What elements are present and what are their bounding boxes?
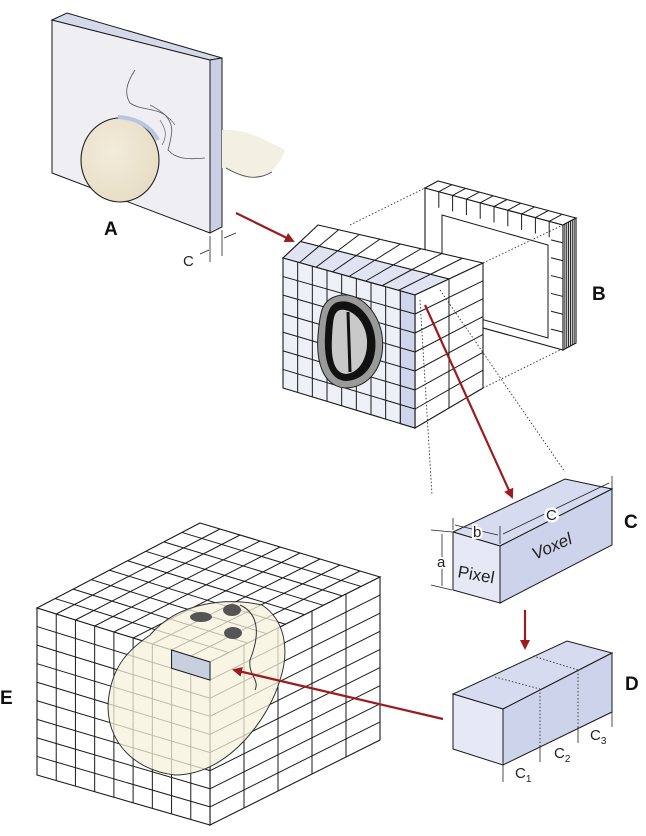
panel-b (281, 180, 578, 429)
grid-line (365, 264, 394, 282)
grid-line (438, 184, 453, 193)
arrow-d-to-e (232, 666, 444, 721)
grid-line (535, 210, 549, 219)
pixel-front-face (452, 531, 501, 604)
grid-line (550, 275, 564, 280)
patient-shoulder (222, 129, 285, 179)
grid-line (550, 239, 564, 244)
panel-a-dimension-label: C (183, 253, 194, 270)
grid-line (400, 366, 416, 372)
dimension-b-label: b (473, 524, 481, 541)
grid-line (521, 206, 535, 215)
grid-line (452, 187, 466, 196)
dimension-c2-label: C2 (554, 745, 571, 765)
grid-line (315, 250, 338, 268)
grid-line (94, 540, 261, 627)
skull-outline (107, 601, 286, 776)
grid-line (36, 755, 211, 808)
grid-line (548, 213, 563, 222)
grid-line (466, 191, 480, 200)
patient-head (80, 117, 160, 203)
projection-lines-b (349, 187, 566, 496)
brain-midline (346, 311, 352, 373)
grid-line (400, 328, 416, 334)
grid-line (36, 737, 211, 790)
arrow-a-to-b (235, 212, 295, 242)
grid-line (181, 531, 362, 587)
panel-d-label: D (625, 674, 639, 695)
nasal-cavity (224, 627, 242, 639)
grid-line (209, 685, 381, 772)
panel-a: C A (50, 12, 285, 270)
grid-line (550, 328, 564, 333)
dimension-c1-label: C1 (515, 765, 532, 785)
grid-line (209, 703, 381, 790)
grid-line (400, 347, 416, 353)
arrow-b-to-c (423, 304, 514, 499)
panel-c-label: C (624, 512, 638, 533)
grid-line (550, 257, 564, 262)
panel-a-label: A (104, 219, 118, 240)
highlighted-voxel (171, 649, 211, 681)
grid-line (163, 541, 343, 597)
dimension-a-label: a (437, 554, 446, 571)
dimension-c3-label: C3 (590, 727, 607, 747)
panel-e-label: E (0, 688, 13, 709)
grid-line (479, 195, 494, 204)
grid-line (400, 309, 416, 315)
grid-line (414, 298, 484, 334)
slice-slab-side (209, 57, 223, 234)
grid-line (550, 292, 564, 297)
dimension-c-label: C (546, 507, 557, 524)
grid-line (113, 546, 281, 633)
grid-line (398, 273, 431, 291)
grid-line (209, 721, 381, 808)
grid-line (414, 316, 484, 353)
grid-line (299, 245, 320, 264)
grid-line (414, 351, 484, 391)
grid-line (414, 333, 484, 372)
eye-orbit-right (223, 604, 241, 616)
grid-line (507, 202, 522, 211)
panel-b-label: B (592, 284, 606, 305)
head-band (117, 115, 160, 141)
panel-e (35, 522, 382, 826)
grid-line (381, 269, 413, 287)
grid-line (145, 550, 324, 606)
grid-line (332, 255, 357, 273)
grid-line (493, 199, 508, 207)
grid-line (75, 534, 241, 621)
grid-line (127, 560, 305, 616)
grid-line (55, 528, 221, 615)
grid-line (400, 385, 416, 391)
grid-line (348, 259, 376, 277)
eye-orbit-left (190, 612, 212, 622)
grid-line (400, 404, 416, 410)
cube-highlight-column (399, 290, 416, 429)
grid-line (282, 368, 416, 410)
panel-c: Pixel Voxel a b C C (430, 476, 638, 604)
patient-face (126, 69, 206, 160)
grid-line (550, 310, 564, 315)
panel-d: C1 C2 C3 D (451, 640, 639, 785)
face-profile (239, 604, 257, 691)
